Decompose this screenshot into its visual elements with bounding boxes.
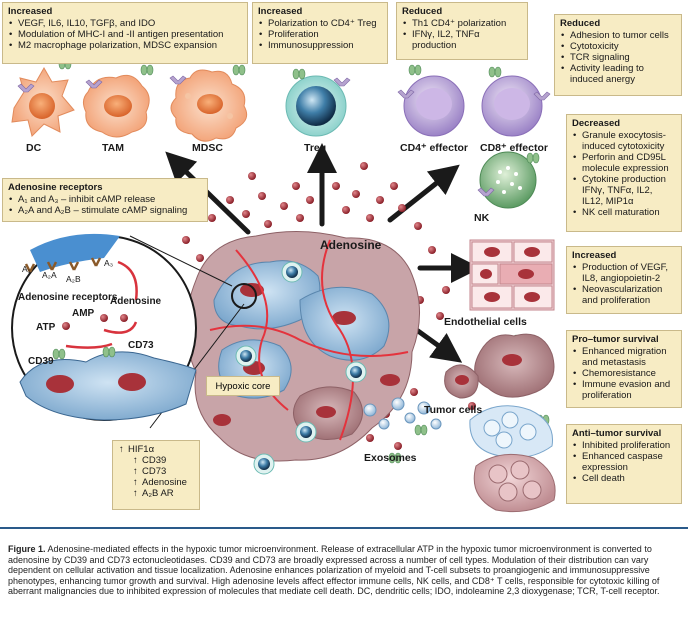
cd8-box-header: Reduced (560, 18, 601, 29)
cd4-label: CD4⁺ effector (400, 142, 468, 154)
treg-effect-item: Proliferation (259, 29, 382, 40)
hif-item: A₂B AR (133, 488, 194, 499)
pro-tumor-header: Pro–tumor survival (572, 334, 659, 345)
tumor-cells-right (444, 333, 556, 513)
cd8-label: CD8⁺ effector (480, 142, 548, 154)
tumor-mass (185, 231, 420, 475)
adenosine-label: Adenosine (320, 238, 382, 252)
cd8-effect-item: Activity leading to induced anergy (561, 63, 676, 85)
treg-effects-box: Increased Polarization to CD4⁺ Treg Prol… (252, 2, 388, 64)
anti-tumor-header: Anti–tumor survival (572, 428, 662, 439)
nk-effects-box: Decreased Granule exocytosis-induced cyt… (566, 114, 682, 232)
treg-cell (285, 75, 347, 137)
anti-tumor-item: Enhanced caspase expression (573, 451, 676, 473)
exosomes-label: Exosomes (364, 452, 417, 464)
treg-label: Treg (304, 142, 327, 154)
anti-tumor-item: Inhibited proliferation (573, 440, 676, 451)
myeloid-effects-box: Increased VEGF, IL6, IL10, TGFβ, and IDO… (2, 2, 248, 64)
cd8-effector-cell (481, 75, 543, 137)
zoom-receptors-label: Adenosine receptors (18, 292, 118, 303)
anti-tumor-item: Cell death (573, 473, 676, 484)
figure-caption: Figure 1. Adenosine-mediated effects in … (8, 544, 680, 597)
endothelial-box-header: Increased (572, 250, 617, 261)
mdsc-cell (170, 69, 248, 142)
cd8-effect-item: Cytotoxicity (561, 41, 676, 52)
myeloid-effect-item: M2 macrophage polarization, MDSC expansi… (9, 40, 242, 51)
zoom-cd73-label: CD73 (128, 340, 154, 351)
a2b-label: A₂B (66, 274, 81, 284)
anti-tumor-box: Anti–tumor survival Inhibited proliferat… (566, 424, 682, 504)
cd4-effects-box: Reduced Th1 CD4⁺ polarization IFNγ, IL2,… (396, 2, 528, 60)
cd8-effects-box: Reduced Adhesion to tumor cells Cytotoxi… (554, 14, 682, 96)
nk-effect-item: Cytokine production IFNγ, TNFα, IL2, IL1… (573, 174, 676, 207)
caption-figure-number: Figure 1. (8, 544, 46, 554)
exosomes (363, 397, 442, 430)
dc-label: DC (26, 142, 42, 154)
nk-cell (479, 151, 537, 209)
nk-label: NK (474, 212, 490, 224)
a3-label: A₃ (104, 258, 114, 268)
nk-effect-item: Granule exocytosis-induced cytotoxicity (573, 130, 676, 152)
mdsc-label: MDSC (192, 142, 223, 154)
adenosine-receptors-box: Adenosine receptors A₁ and A₃ – inhibit … (2, 178, 208, 222)
treg-effect-item: Immunosuppression (259, 40, 382, 51)
endothelial-cells (469, 239, 555, 311)
tumor-cells-label: Tumor cells (424, 404, 483, 416)
hif-box: HIF1α CD39 CD73 Adenosine A₂B AR (112, 440, 200, 510)
myeloid-effect-item: VEGF, IL6, IL10, TGFβ, and IDO (9, 18, 242, 29)
receptors-box-header: Adenosine receptors (8, 182, 103, 193)
myeloid-box-header: Increased (8, 6, 53, 17)
cd8-effect-item: TCR signaling (561, 52, 676, 63)
cd4-box-header: Reduced (402, 6, 443, 17)
hif-item: CD73 (133, 466, 194, 477)
zoom-adenosine-label: Adenosine (110, 296, 162, 307)
zoom-atp-label: ATP (36, 322, 56, 333)
adenosine-receptor-icons (17, 75, 551, 197)
endothelial-effect-item: Production of VEGF, IL8, angiopoietin-2 (573, 262, 676, 284)
adenosine-molecules (182, 162, 476, 450)
hif-item: CD39 (133, 455, 194, 466)
treg-effect-item: Polarization to CD4⁺ Treg (259, 18, 382, 29)
zoom-cd39-label: CD39 (28, 356, 54, 367)
diagram-canvas (11, 58, 556, 513)
caption-rule (0, 527, 688, 529)
a2a-label: A₂A (42, 270, 57, 280)
tam-cell (82, 74, 150, 138)
receptor-item: A₂A and A₂B – stimulate cAMP signaling (9, 205, 202, 216)
figure-panel: Increased VEGF, IL6, IL10, TGFβ, and IDO… (0, 0, 688, 520)
cd4-effector-cell (403, 75, 465, 137)
hypoxic-core-label: Hypoxic core (206, 376, 280, 396)
cd8-effect-item: Adhesion to tumor cells (561, 30, 676, 41)
dc-cell (11, 66, 75, 137)
effect-arrows (165, 143, 481, 363)
nk-effect-item: Perforin and CD95L molecule expression (573, 152, 676, 174)
hif-item: HIF1α (119, 444, 194, 455)
cd4-effect-item: Th1 CD4⁺ polarization (403, 18, 522, 29)
pro-tumor-item: Immune evasion and proliferation (573, 379, 676, 401)
pro-tumor-item: Chemoresistance (573, 368, 676, 379)
tam-label: TAM (102, 142, 124, 154)
a1-label: A₁ (22, 264, 31, 274)
nk-effect-item: NK cell maturation (573, 207, 676, 218)
hif-item: Adenosine (133, 477, 194, 488)
zoom-amp-label: AMP (72, 308, 95, 319)
pro-tumor-item: Enhanced migration and metastasis (573, 346, 676, 368)
caption-text: Adenosine-mediated effects in the hypoxi… (8, 544, 660, 597)
zoom-inset (11, 233, 257, 429)
endothelial-effect-item: Neovascularization and proliferation (573, 284, 676, 306)
myeloid-effect-item: Modulation of MHC-I and -II antigen pres… (9, 29, 242, 40)
endothelial-label: Endothelial cells (444, 316, 527, 328)
pro-tumor-box: Pro–tumor survival Enhanced migration an… (566, 330, 682, 408)
nk-box-header: Decreased (572, 118, 621, 129)
receptor-item: A₁ and A₃ – inhibit cAMP release (9, 194, 202, 205)
endothelial-effects-box: Increased Production of VEGF, IL8, angio… (566, 246, 682, 314)
cd4-effect-item: IFNγ, IL2, TNFα production (403, 29, 522, 51)
treg-box-header: Increased (258, 6, 303, 17)
